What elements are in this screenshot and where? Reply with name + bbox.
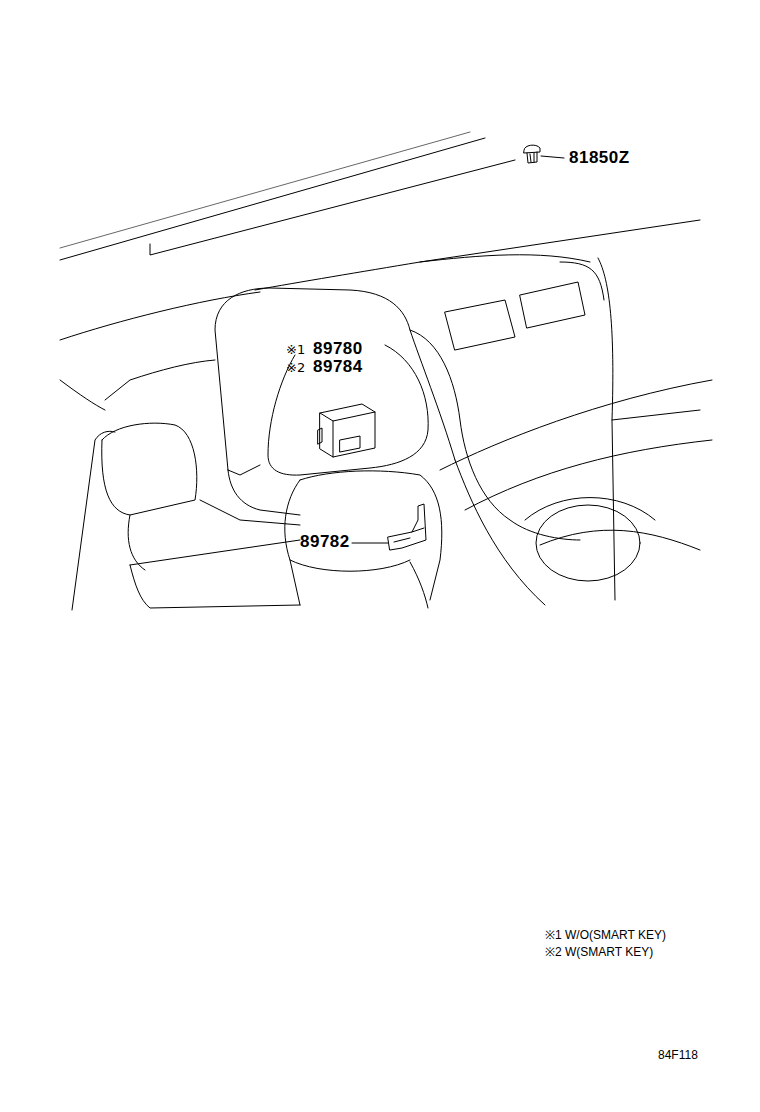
part-number: 89784 xyxy=(313,358,363,377)
note-mark: ※2 xyxy=(286,361,305,375)
figure-code: 84F118 xyxy=(658,1049,698,1062)
part-number: 89782 xyxy=(300,533,350,552)
part-number: 89780 xyxy=(313,340,363,359)
part-number: 81850Z xyxy=(569,149,630,168)
applicability-note: ※1 W/O(SMART KEY) xyxy=(545,929,666,942)
note-mark: ※1 xyxy=(286,343,305,357)
applicability-note: ※2 W(SMART KEY) xyxy=(545,946,653,959)
